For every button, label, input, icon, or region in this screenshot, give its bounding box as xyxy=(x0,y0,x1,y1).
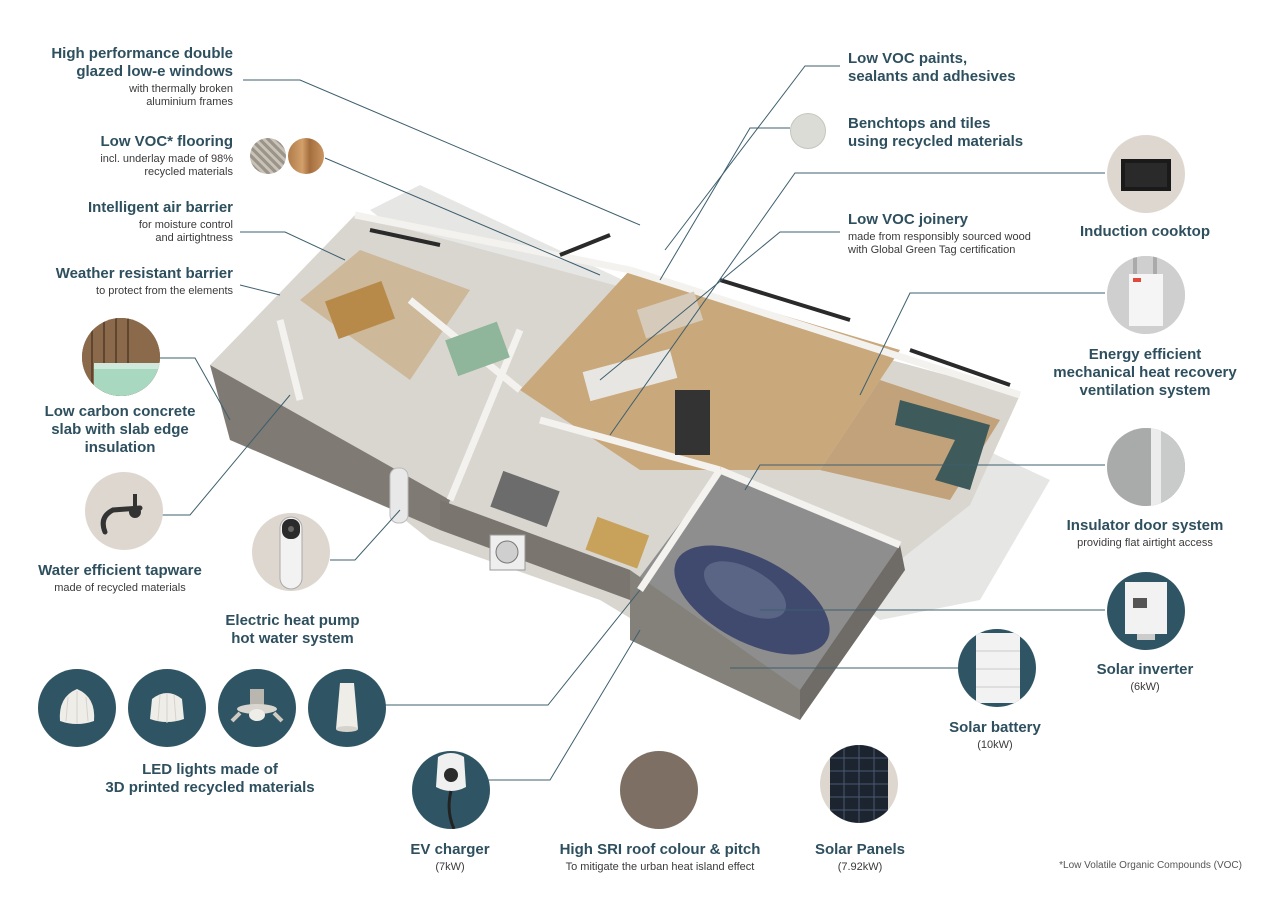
led-title-line2: 3D printed recycled materials xyxy=(105,779,315,796)
ventilation-unit-icon xyxy=(1107,256,1185,334)
label-solar-panels: Solar Panels (7.92kW) xyxy=(800,841,920,874)
door-title: Insulator door system xyxy=(1066,517,1224,534)
label-led: LED lights made of 3D printed recycled m… xyxy=(60,761,360,797)
flooring-sub-line1: incl. underlay made of 98% xyxy=(100,153,233,165)
heat-pump-title-line1: Electric heat pump xyxy=(225,612,360,629)
windows-sub-line2: aluminium frames xyxy=(146,96,233,109)
led-pendant-icon xyxy=(38,669,116,747)
benchtops-title-line2: using recycled materials xyxy=(848,133,1024,150)
label-joinery: Low VOC joinery made from responsibly so… xyxy=(848,211,1068,257)
paints-title-line1: Low VOC paints, xyxy=(848,50,968,67)
label-weather-barrier: Weather resistant barrier to protect fro… xyxy=(20,265,233,298)
concrete-title-line2: slab with slab edge xyxy=(51,421,189,438)
flooring-swatch-icon xyxy=(250,138,286,174)
roof-title: High SRI roof colour & pitch xyxy=(559,841,761,858)
weather-barrier-sub: to protect from the elements xyxy=(96,285,233,297)
label-concrete: Low carbon concrete slab with slab edge … xyxy=(20,403,220,457)
label-door-system: Insulator door system providing flat air… xyxy=(1040,517,1250,550)
ev-sub: (7kW) xyxy=(435,861,465,873)
tapware-title: Water efficient tapware xyxy=(38,562,202,579)
paints-title-line2: sealants and adhesives xyxy=(848,68,1016,85)
door-sub: providing flat airtight access xyxy=(1077,537,1213,549)
heat-pump-title-line2: hot water system xyxy=(231,630,354,647)
flooring-title: Low VOC* flooring xyxy=(100,133,234,150)
windows-title-line1: High performance double xyxy=(51,45,233,62)
label-ventilation: Energy efficient mechanical heat recover… xyxy=(1040,346,1250,400)
cooktop-icon xyxy=(1107,135,1185,213)
battery-sub: (10kW) xyxy=(977,739,1013,751)
label-cooktop: Induction cooktop xyxy=(1060,223,1230,241)
footnote: *Low Volatile Organic Compounds (VOC) xyxy=(1059,860,1242,871)
concrete-title-line1: Low carbon concrete xyxy=(44,403,196,420)
label-benchtops: Benchtops and tiles using recycled mater… xyxy=(848,115,1068,151)
led-cylinder-icon xyxy=(308,669,386,747)
timber-swatch-icon xyxy=(288,138,324,174)
cooktop-title: Induction cooktop xyxy=(1080,223,1210,240)
benchtop-swatch-icon xyxy=(790,113,826,149)
flooring-sub-line2: recycled materials xyxy=(144,166,233,179)
benchtops-title-line1: Benchtops and tiles xyxy=(848,115,991,132)
ventilation-title-line2: mechanical heat recovery xyxy=(1053,364,1237,381)
solar-inverter-icon xyxy=(1107,572,1185,650)
panels-sub: (7.92kW) xyxy=(837,861,883,873)
roof-sub: To mitigate the urban heat island effect xyxy=(565,861,755,873)
air-barrier-sub-line2: and airtightness xyxy=(155,232,233,245)
label-ev-charger: EV charger (7kW) xyxy=(390,841,510,874)
joinery-title: Low VOC joinery xyxy=(848,211,969,228)
weather-barrier-title: Weather resistant barrier xyxy=(55,265,233,282)
windows-title-line2: glazed low-e windows xyxy=(76,63,233,80)
battery-title: Solar battery xyxy=(949,719,1041,736)
concrete-title-line3: insulation xyxy=(84,439,156,456)
label-solar-inverter: Solar inverter (6kW) xyxy=(1075,661,1215,694)
label-heat-pump: Electric heat pump hot water system xyxy=(200,612,385,648)
inverter-sub: (6kW) xyxy=(1130,681,1160,693)
led-title-line1: LED lights made of xyxy=(142,761,278,778)
tapware-sub: made of recycled materials xyxy=(54,582,186,594)
door-system-icon xyxy=(1107,428,1185,506)
ventilation-title-line1: Energy efficient xyxy=(1088,346,1202,363)
solar-battery-icon xyxy=(958,629,1036,707)
label-tapware: Water efficient tapware made of recycled… xyxy=(20,562,220,595)
label-flooring: Low VOC* flooring incl. underlay made of… xyxy=(30,133,233,179)
ev-title: EV charger xyxy=(410,841,490,858)
label-solar-battery: Solar battery (10kW) xyxy=(930,719,1060,752)
joinery-sub-line1: made from responsibly sourced wood xyxy=(848,231,1031,243)
joinery-sub-line2: with Global Green Tag certification xyxy=(848,244,1016,257)
label-windows: High performance double glazed low-e win… xyxy=(30,45,233,109)
label-paints: Low VOC paints, sealants and adhesives xyxy=(848,50,1068,86)
ventilation-title-line3: ventilation system xyxy=(1079,382,1211,399)
solar-panel-icon xyxy=(820,745,898,823)
air-barrier-sub-line1: for moisture control xyxy=(138,219,233,231)
roof-colour-icon xyxy=(620,751,698,829)
ev-charger-icon xyxy=(412,751,490,829)
led-shade-icon xyxy=(128,669,206,747)
label-roof: High SRI roof colour & pitch To mitigate… xyxy=(530,841,790,874)
air-barrier-title: Intelligent air barrier xyxy=(87,199,233,216)
label-air-barrier: Intelligent air barrier for moisture con… xyxy=(30,199,233,245)
windows-sub-line1: with thermally broken xyxy=(129,83,233,95)
inverter-title: Solar inverter xyxy=(1096,661,1194,678)
concrete-icon xyxy=(82,318,160,396)
panels-title: Solar Panels xyxy=(814,841,906,858)
heat-pump-icon xyxy=(252,513,330,591)
led-downlight-icon xyxy=(218,669,296,747)
tap-icon xyxy=(85,472,163,550)
